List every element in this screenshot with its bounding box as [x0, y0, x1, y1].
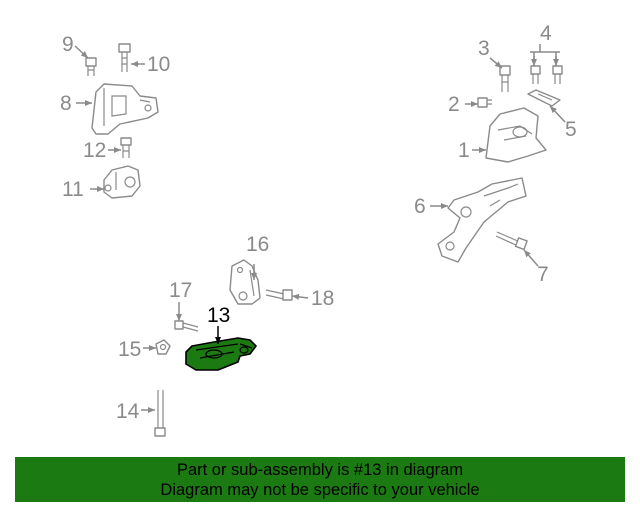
callout-11: 11 [62, 178, 84, 201]
part-10-bolt [118, 43, 131, 72]
part-18-bolt [265, 289, 293, 301]
part-12-bolt [120, 137, 132, 158]
callout-10: 10 [147, 53, 170, 76]
callout-8: 8 [60, 92, 72, 115]
callout-14: 14 [116, 400, 140, 423]
part-9-bolt [85, 57, 97, 76]
part-15-nut [155, 339, 171, 355]
part-2-bolt [477, 97, 492, 108]
callout-12: 12 [83, 139, 106, 162]
part-5-plate [527, 89, 561, 107]
callout-2: 2 [448, 93, 460, 116]
callout-17: 17 [169, 279, 192, 302]
part-11-mount [103, 165, 141, 199]
callout-16: 16 [246, 233, 269, 256]
callout-4: 4 [540, 22, 552, 45]
part-4-bolts [530, 65, 563, 84]
part-14-bolt [154, 390, 166, 437]
part-16-bracket [229, 259, 261, 305]
callout-5: 5 [565, 118, 577, 141]
banner-line-1: Part or sub-assembly is #13 in diagram [176, 461, 464, 479]
part-17-bolt [174, 320, 199, 332]
part-8-bracket [91, 83, 159, 135]
callout-7: 7 [537, 263, 549, 286]
part-7-bolt [495, 231, 528, 251]
callout-9: 9 [62, 33, 74, 56]
callout-13: 13 [207, 304, 230, 327]
part-13-mount-highlighted [185, 337, 257, 371]
part-6-bracket [437, 177, 527, 263]
callout-18: 18 [311, 287, 334, 310]
info-banner: Part or sub-assembly is #13 in diagram D… [15, 457, 625, 502]
callout-3: 3 [478, 37, 490, 60]
callout-6: 6 [414, 195, 426, 218]
part-3-bolt [499, 65, 511, 92]
callout-15: 15 [118, 338, 141, 361]
callout-1: 1 [458, 139, 470, 162]
part-1-mount [485, 107, 547, 163]
banner-line-2: Diagram may not be specific to your vehi… [160, 481, 480, 499]
